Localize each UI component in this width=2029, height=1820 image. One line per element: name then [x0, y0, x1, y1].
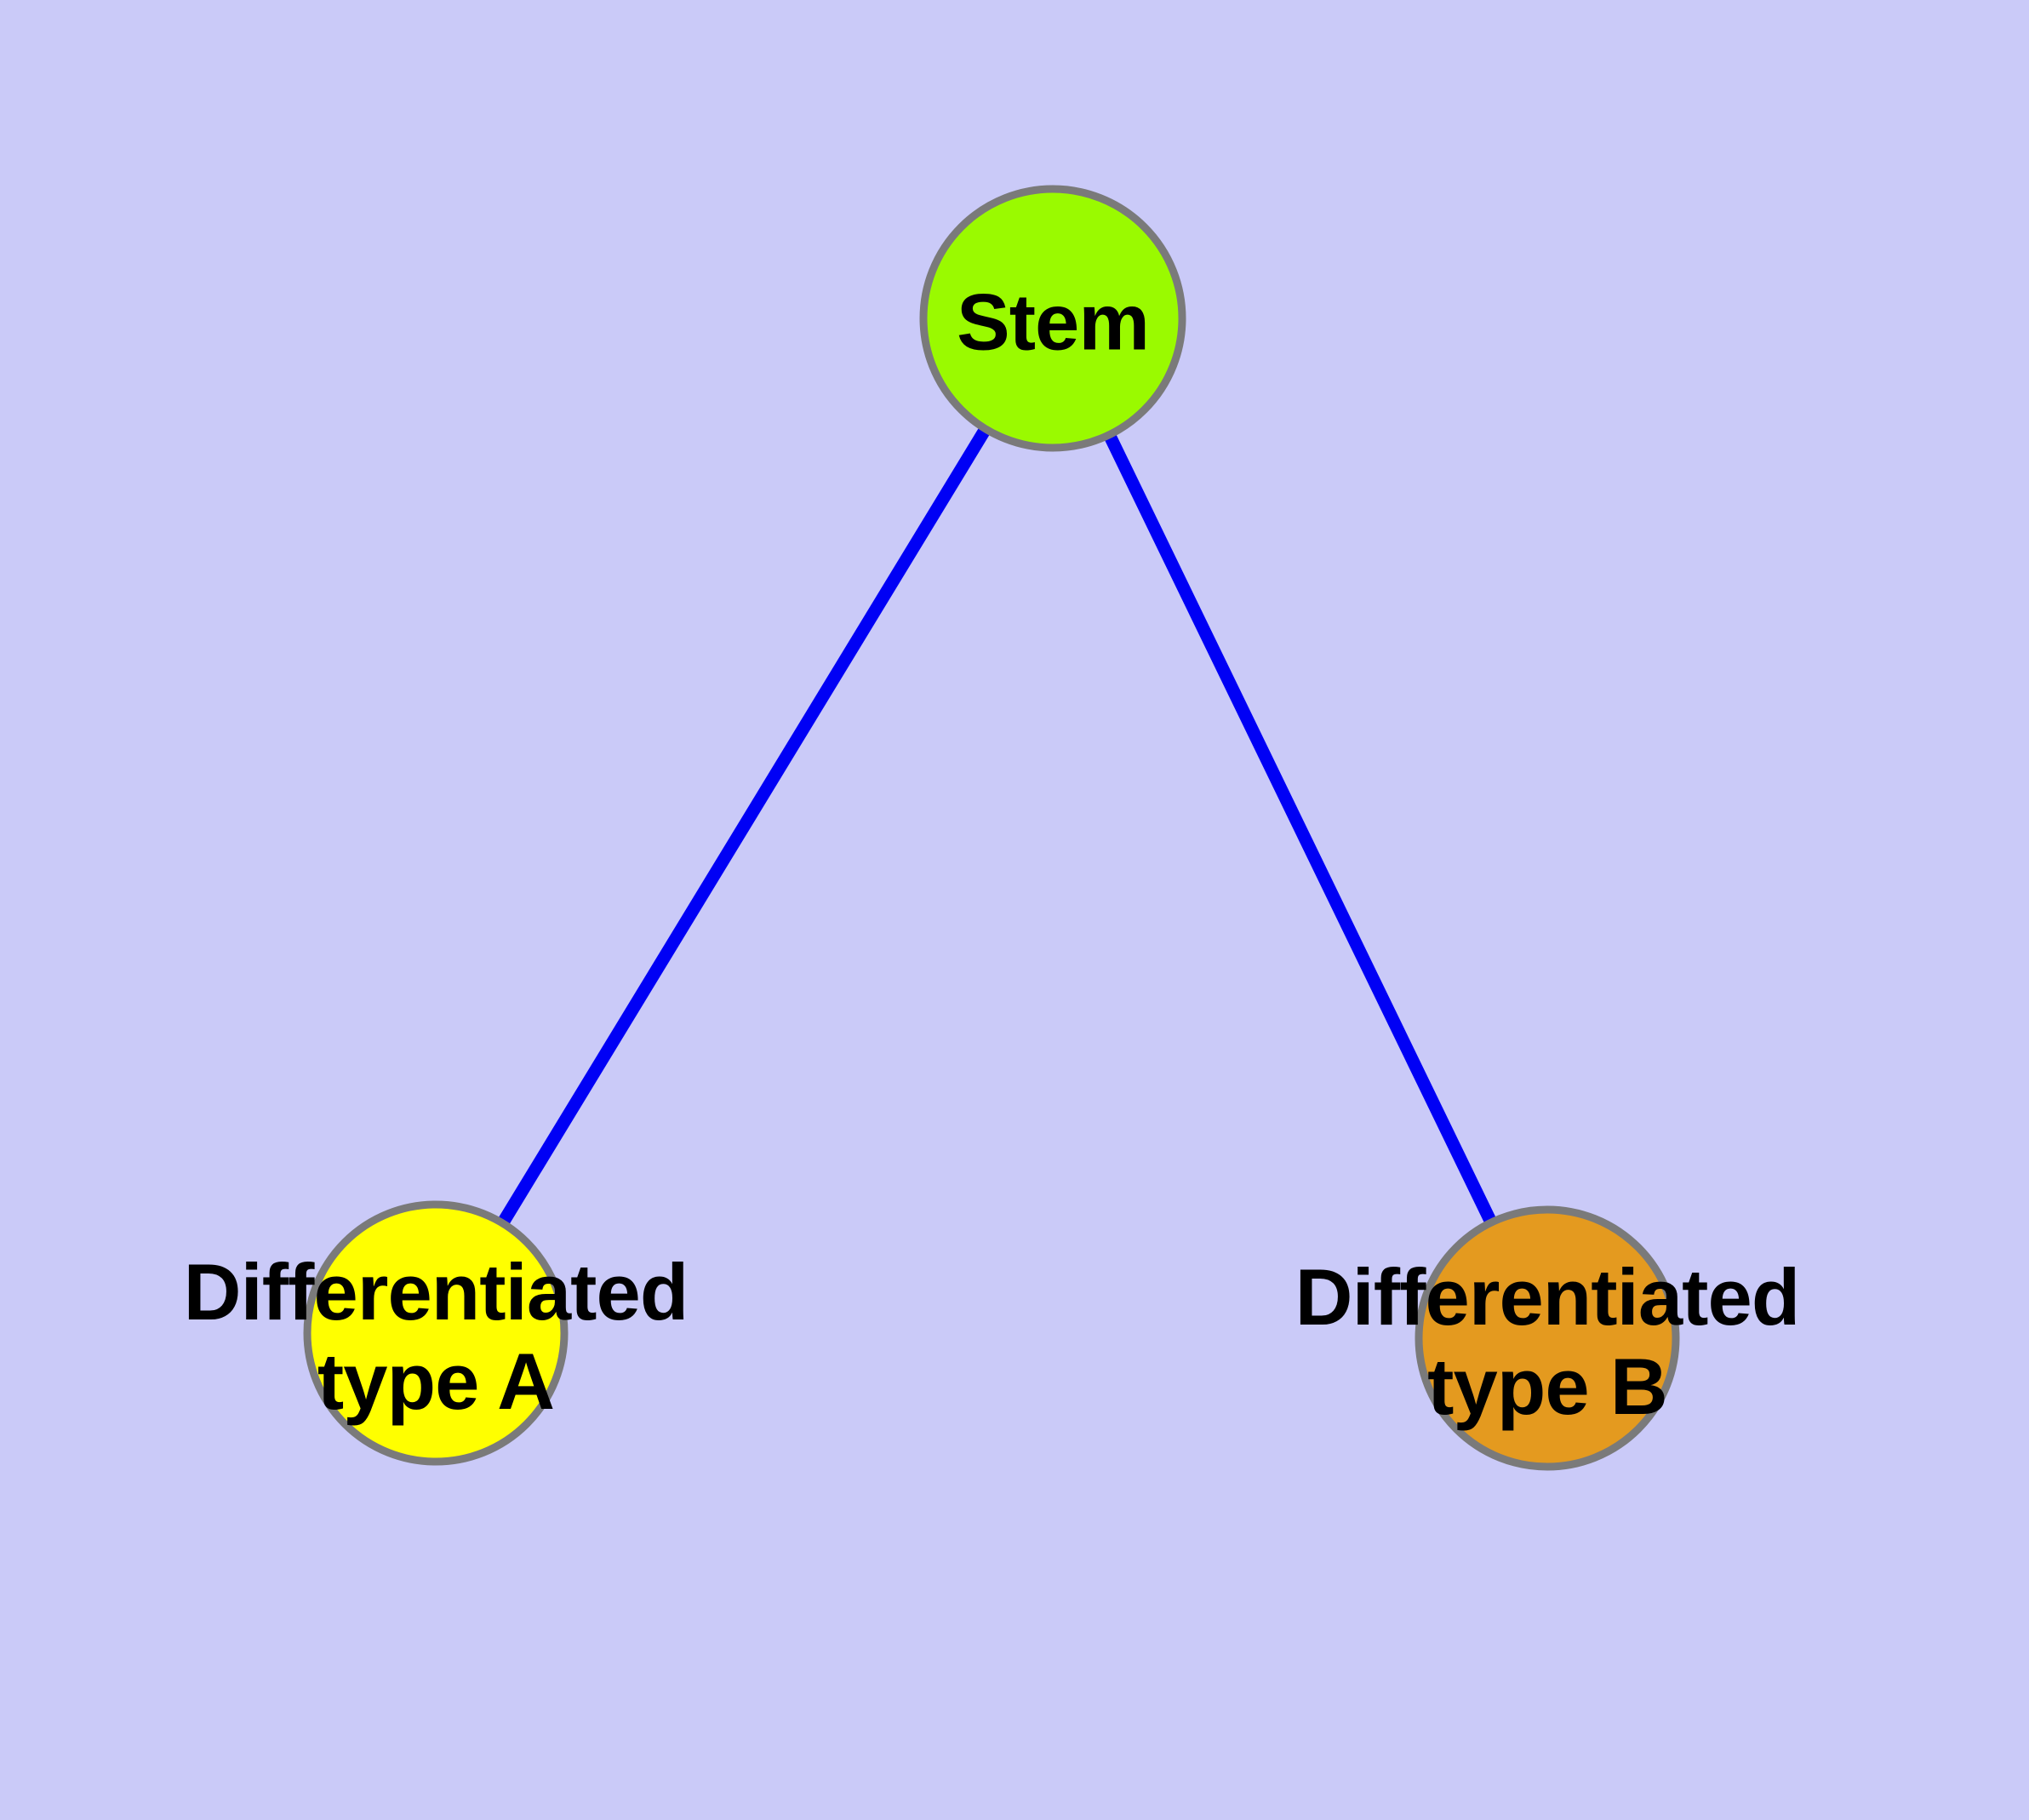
node-differentiated-type-b-circle [1415, 1205, 1680, 1471]
edge-stem-to-differentiated-type-a [430, 315, 1059, 1336]
edge-stem-to-differentiated-type-b [1047, 315, 1553, 1342]
node-stem-circle [919, 185, 1186, 452]
node-differentiated-type-a-circle [303, 1200, 569, 1466]
node-stem-label: Stem [957, 278, 1149, 367]
